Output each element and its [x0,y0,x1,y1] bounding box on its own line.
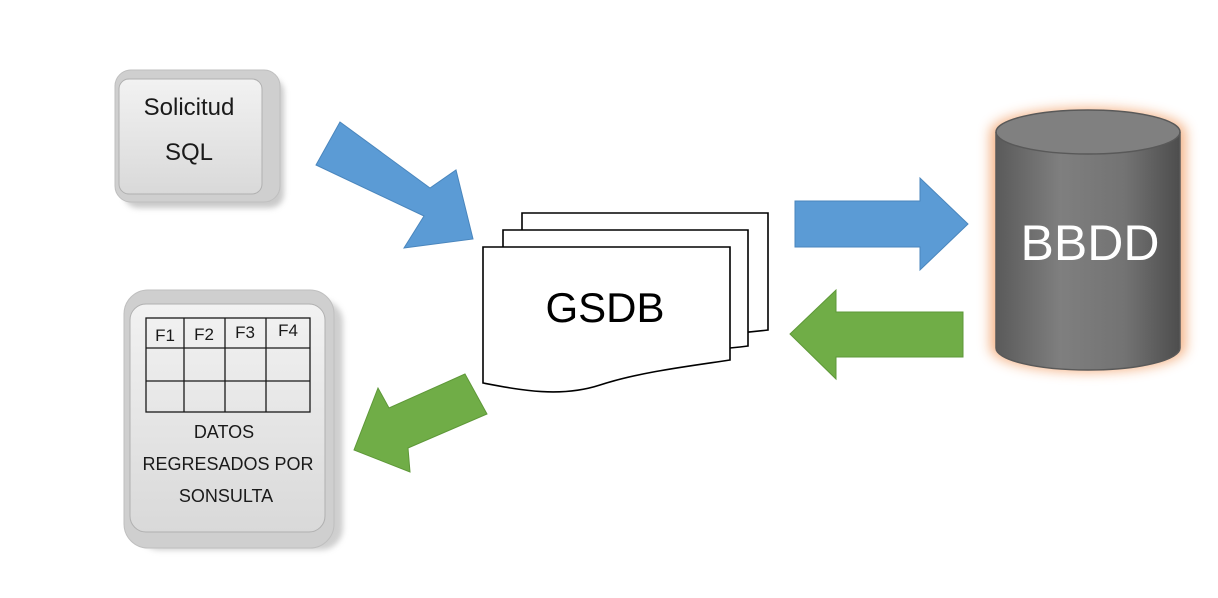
arrow-gsdb-to-results [353,373,488,473]
arrow-gsdb-to-database [794,176,969,272]
sql-request-box: Solicitud SQL [114,69,284,208]
database-cylinder: BBDD [990,108,1186,372]
request-line-1: Solicitud [144,94,235,121]
results-line-2: REGRESADOS POR [142,454,313,474]
table-header-f4: F4 [278,321,298,340]
arrow-request-to-gsdb [315,121,474,249]
results-line-3: SONSULTA [179,486,273,506]
results-line-1: DATOS [194,422,254,442]
results-table [145,317,311,413]
request-line-2: SQL [165,139,213,166]
gsdb-documents: GSDB [482,212,769,393]
table-header-f2: F2 [194,325,214,344]
table-header-f1: F1 [155,326,175,345]
table-header-f3: F3 [235,323,255,342]
arrow-database-to-gsdb [789,288,964,381]
results-box: F1 F2 F3 F4 DATOS REGRESADOS POR SONSULT… [123,289,343,550]
gsdb-label: GSDB [545,284,664,331]
database-label: BBDD [1021,215,1160,271]
